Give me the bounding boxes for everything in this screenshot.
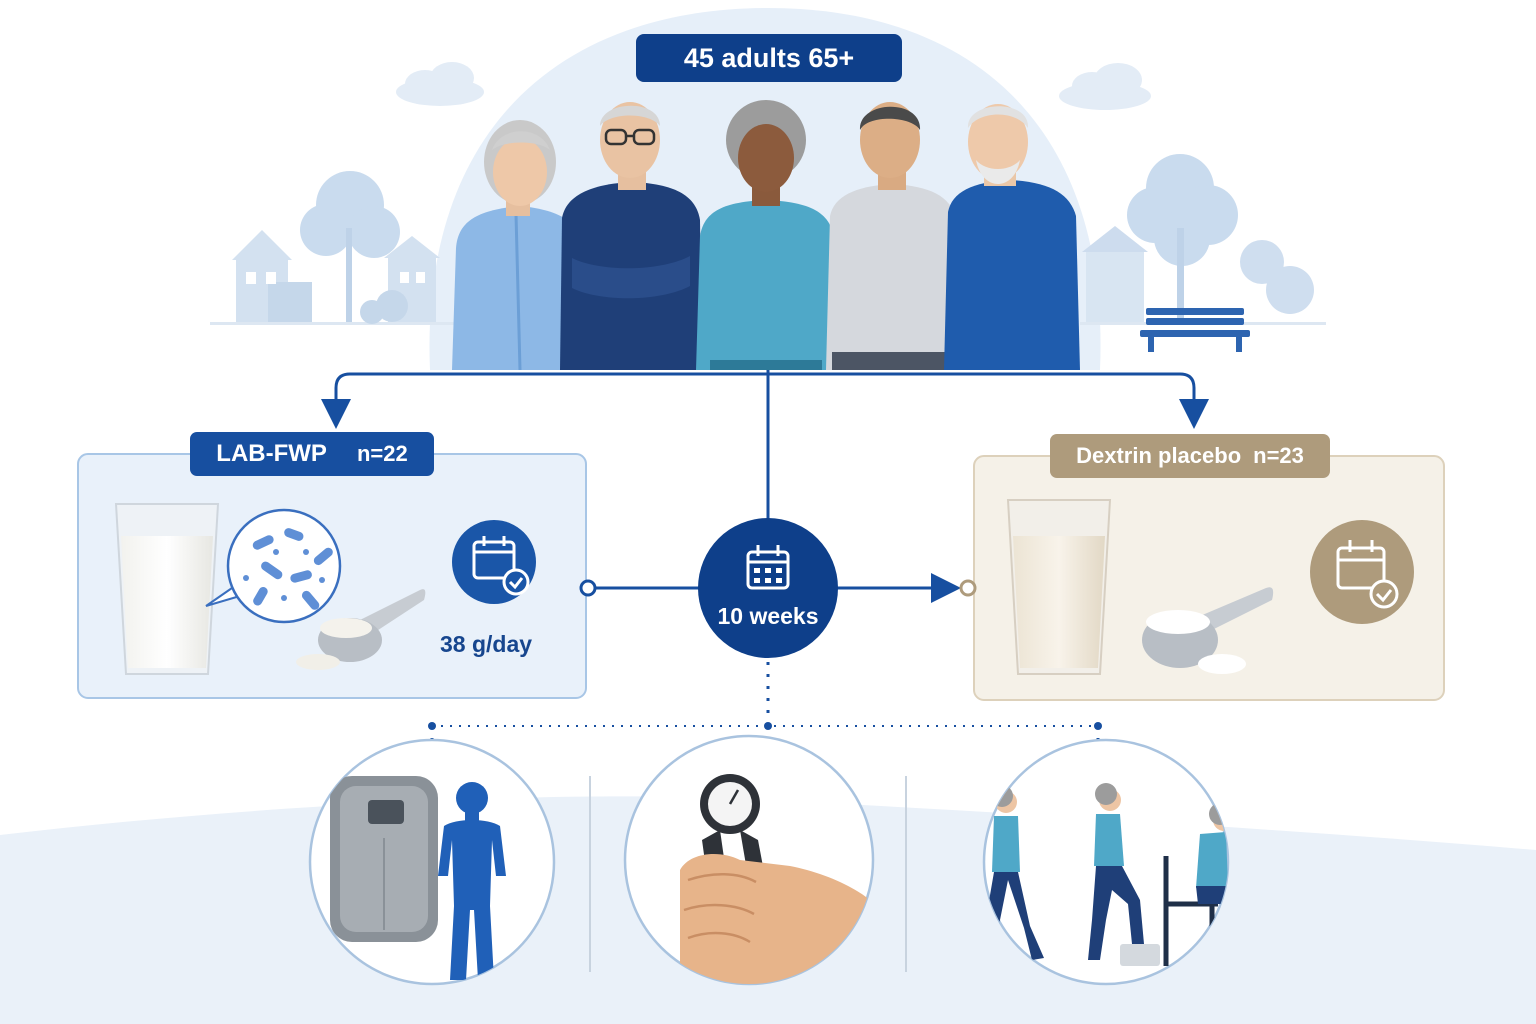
lab-fwp-sample-size: n=22	[356, 441, 408, 466]
lab-fwp-name: LAB-FWP	[216, 440, 327, 467]
dextrin-placebo-arm-panel	[973, 455, 1445, 701]
milk-glass-icon	[114, 503, 220, 675]
outcome-connector-dots	[428, 722, 1102, 730]
powder-scoop-icon	[296, 589, 426, 670]
lab-fwp-arm-panel	[77, 453, 587, 699]
outcome-dividers	[589, 776, 907, 972]
lab-fwp-dose: 38 g/day	[440, 630, 533, 657]
placebo-powder-scoop-icon	[1142, 587, 1274, 674]
person-man-glasses	[560, 102, 702, 370]
allocation-branch-lines	[321, 370, 1209, 525]
park-scenery-right	[1080, 154, 1326, 325]
population-label: 45 adults 65+	[636, 34, 902, 82]
physical-function-outcome	[982, 738, 1230, 986]
duration-calendar-badge	[698, 518, 838, 658]
duration-calendar-icon	[746, 545, 790, 590]
step-test-woman-icon	[1088, 783, 1160, 966]
body-scale-icon	[330, 776, 438, 942]
older-adults-group-illustration	[452, 100, 1080, 371]
intervention-timeline	[579, 573, 977, 603]
calendar-check-icon	[452, 520, 536, 604]
person-woman-white-hair	[452, 120, 588, 371]
placebo-name: Dextrin placebo	[1076, 443, 1242, 468]
person-man-grey-shirt	[826, 102, 962, 370]
person-man-beard	[944, 104, 1080, 370]
placebo-arm-label: Dextrin placebo n=23	[1050, 434, 1330, 478]
body-composition-outcome	[308, 738, 556, 986]
town-scenery-left	[210, 171, 460, 325]
placebo-drink-glass-icon	[1006, 499, 1112, 675]
lab-fwp-arm-label: LAB-FWP n=22	[190, 432, 434, 476]
person-woman-curly-hair	[696, 100, 836, 370]
human-body-silhouette-icon	[438, 782, 506, 980]
placebo-sample-size: n=23	[1253, 443, 1304, 468]
cloud-icon	[396, 62, 1151, 110]
placebo-calendar-check-icon	[1310, 520, 1414, 624]
park-bench-icon	[1140, 308, 1250, 352]
intervention-duration: 10 weeks	[717, 602, 819, 629]
bacteria-callout-icon	[205, 508, 342, 624]
